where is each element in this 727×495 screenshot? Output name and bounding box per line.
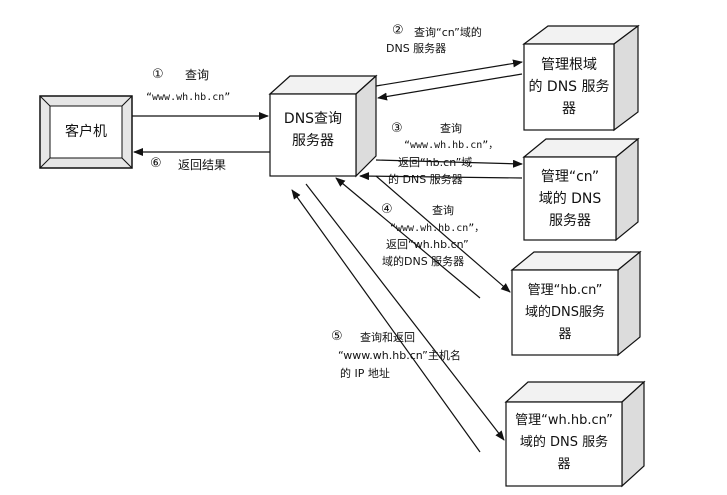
arrow-step5-back	[291, 189, 481, 453]
step4-text-3: 返回“wh.hb.cn”	[386, 238, 469, 251]
step3-number: ③	[391, 121, 403, 136]
step3-domain: “www.wh.hb.cn”，	[404, 140, 499, 151]
step2-text-2: DNS 服务器	[386, 42, 447, 55]
root-server-cube	[522, 24, 640, 132]
hbcn-server-label: 管理“hb.cn” 域的DNS服务 器	[525, 283, 605, 342]
step3-text-4: 的 DNS 服务器	[388, 173, 463, 186]
arrow-step3-back	[359, 172, 523, 181]
arrow-step4-out	[375, 175, 511, 293]
step4-number: ④	[381, 202, 393, 217]
root-server-label: 管理根域 的 DNS 服务 器	[528, 57, 610, 117]
whhbcn-server-label: 管理“wh.hb.cn” 域的 DNS 服务 器	[515, 413, 613, 472]
step6-text: 返回结果	[178, 158, 227, 172]
step2-number: ②	[392, 23, 404, 38]
dns-query-server-cube	[268, 74, 378, 178]
step6-number: ⑥	[150, 156, 162, 171]
arrow-step4-back	[335, 177, 481, 299]
whhbcn-server-cube	[504, 380, 646, 488]
arrow-step5-out	[305, 183, 505, 441]
arrow-step2-back	[377, 73, 523, 101]
step3-text-3: 返回“hb.cn”域	[398, 156, 473, 169]
dns-query-server-label: DNS查询 服务器	[283, 111, 343, 149]
step4-text: 查询	[432, 204, 454, 217]
arrow-step2-out	[375, 59, 523, 87]
step4-text-4: 域的DNS 服务器	[382, 255, 465, 268]
client-label: 客户机	[65, 124, 107, 140]
arrow-step3-out	[375, 159, 523, 168]
client-box	[39, 95, 133, 169]
step5-text: 查询和返回	[360, 331, 415, 344]
step4-domain: “www.wh.hb.cn”，	[390, 223, 485, 234]
step5-text-2: “www.wh.hb.cn”主机名	[338, 349, 461, 362]
step5-text-3: 的 IP 地址	[340, 367, 390, 380]
step3-text: 查询	[440, 122, 462, 135]
step1-domain: “www.wh.hb.cn”	[146, 92, 231, 103]
step1-text: 查询	[185, 68, 210, 82]
step1-number: ①	[152, 67, 164, 82]
step5-number: ⑤	[331, 329, 343, 344]
cn-server-cube	[522, 137, 640, 242]
cn-server-label: 管理“cn” 域的 DNS 服务器	[538, 169, 602, 229]
step2-text: 查询“cn”域的	[414, 26, 482, 39]
hbcn-server-cube	[510, 250, 642, 357]
